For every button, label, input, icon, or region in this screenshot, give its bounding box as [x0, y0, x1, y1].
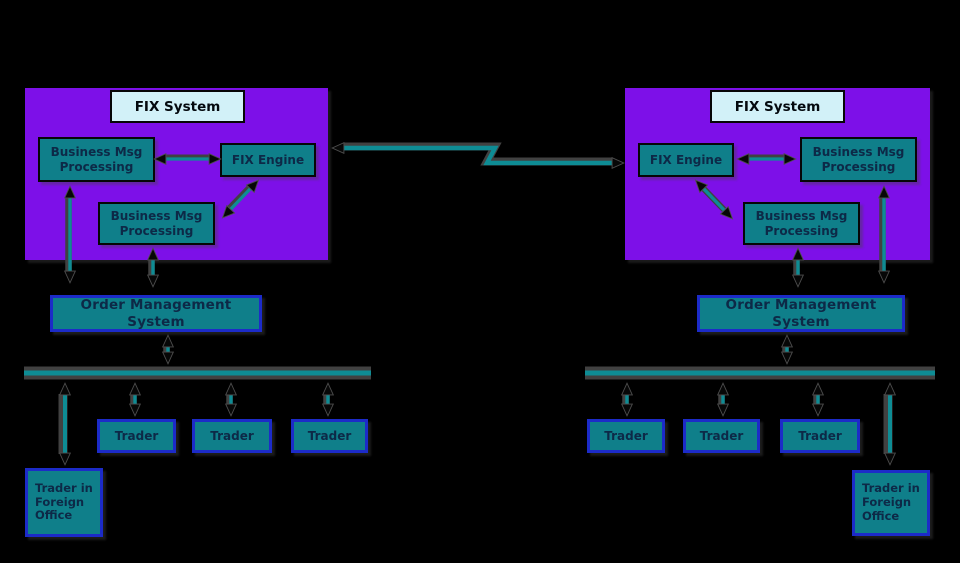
arrow-bus-foreign-office-right — [883, 382, 897, 466]
arrow-bus-trader3-right — [811, 382, 825, 417]
arrow-bmp2-oms-right — [791, 247, 805, 288]
arrow-bus-trader3-left — [321, 382, 335, 417]
trader-box-right-2: Trader — [683, 419, 760, 453]
trader-box-right-3: Trader — [780, 419, 860, 453]
arrow-bus-trader2-right — [716, 382, 730, 417]
fix-engine-box-left: FIX Engine — [220, 143, 316, 177]
arrow-oms-bus-left — [161, 334, 175, 365]
arrow-bus-foreign-office-left — [58, 382, 72, 466]
arrow-fixengine-bmp2-right — [694, 179, 734, 220]
arrow-bus-trader1-left — [128, 382, 142, 417]
order-management-system-right: Order Management System — [697, 295, 905, 332]
foreign-office-trader-left: Trader in Foreign Office — [25, 468, 103, 537]
business-msg-processing-bottom-left: Business Msg Processing — [98, 202, 215, 245]
order-management-system-left: Order Management System — [50, 295, 262, 332]
arrow-bmp1-oms-left — [63, 185, 77, 284]
trader-box-right-1: Trader — [587, 419, 665, 453]
business-msg-processing-top-left: Business Msg Processing — [38, 137, 155, 182]
business-msg-processing-top-right: Business Msg Processing — [800, 137, 917, 182]
arrow-bus-trader2-left — [224, 382, 238, 417]
arrow-fixengine-bmp-right — [736, 152, 797, 166]
arrow-bmp-fixengine-left — [153, 152, 222, 166]
trader-box-left-3: Trader — [291, 419, 368, 453]
fix-system-title-right: FIX System — [710, 90, 845, 123]
arrow-bmp1-oms-right — [877, 185, 891, 284]
fix-system-title-label: FIX System — [734, 98, 821, 115]
arrow-fix-session-link — [331, 141, 625, 170]
arrow-bmp2-oms-left — [146, 247, 160, 288]
trader-box-left-2: Trader — [192, 419, 272, 453]
arrow-oms-bus-right — [780, 334, 794, 365]
arrow-fixengine-bmp2-left — [221, 179, 260, 219]
trader-box-left-1: Trader — [97, 419, 176, 453]
foreign-office-trader-right: Trader in Foreign Office — [852, 470, 930, 536]
fix-engine-box-right: FIX Engine — [638, 143, 734, 177]
fix-system-title-label: FIX System — [134, 98, 221, 115]
business-msg-processing-bottom-right: Business Msg Processing — [743, 202, 860, 245]
fix-system-title-left: FIX System — [110, 90, 245, 123]
arrow-bus-trader1-right — [620, 382, 634, 417]
